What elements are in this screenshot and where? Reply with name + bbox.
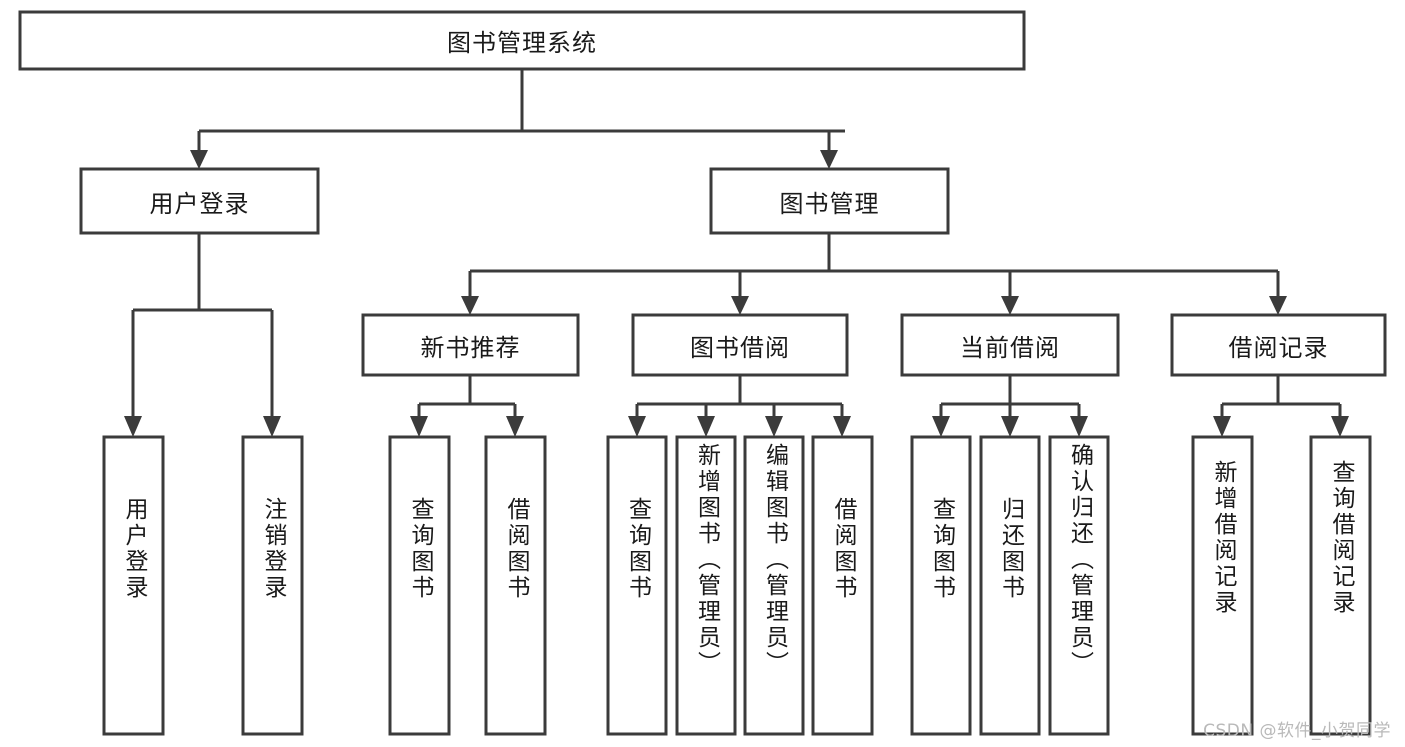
connector-bookborrow-to-leaves	[628, 375, 851, 437]
node-box-leaf-add-record[interactable]	[1191, 435, 1254, 736]
connector-userlogin-to-leaves	[124, 233, 281, 437]
node-box-leaf-borrow-book-2[interactable]	[811, 435, 874, 736]
connector-root-to-level2	[190, 69, 845, 169]
node-box-book-borrow[interactable]	[631, 313, 849, 377]
node-box-new-book-recommend[interactable]	[361, 313, 580, 377]
node-box-leaf-query-record[interactable]	[1309, 435, 1372, 736]
node-box-book-management[interactable]	[709, 167, 950, 235]
node-box-leaf-borrow-book-1[interactable]	[484, 435, 547, 736]
connector-currentborrow-to-leaves	[932, 375, 1088, 437]
node-box-borrow-record[interactable]	[1170, 313, 1387, 377]
node-box-user-login[interactable]	[79, 167, 320, 235]
node-box-leaf-confirm-return[interactable]	[1048, 435, 1110, 736]
connector-bookmgmt-to-level3	[461, 233, 1287, 315]
node-box-leaf-edit-book[interactable]	[743, 435, 805, 736]
node-box-leaf-add-book[interactable]	[675, 435, 737, 736]
node-box-leaf-query-book-1[interactable]	[388, 435, 451, 736]
node-box-leaf-user-login[interactable]	[102, 435, 165, 736]
node-box-leaf-return-book[interactable]	[979, 435, 1041, 736]
node-box-root[interactable]	[18, 10, 1026, 71]
connector-borrowrecord-to-leaves	[1213, 375, 1349, 437]
connector-newbook-to-leaves	[410, 375, 524, 437]
node-box-leaf-query-book-2[interactable]	[606, 435, 668, 736]
node-box-current-borrow[interactable]	[900, 313, 1120, 377]
node-box-leaf-logout[interactable]	[241, 435, 304, 736]
node-box-leaf-query-book-3[interactable]	[910, 435, 972, 736]
